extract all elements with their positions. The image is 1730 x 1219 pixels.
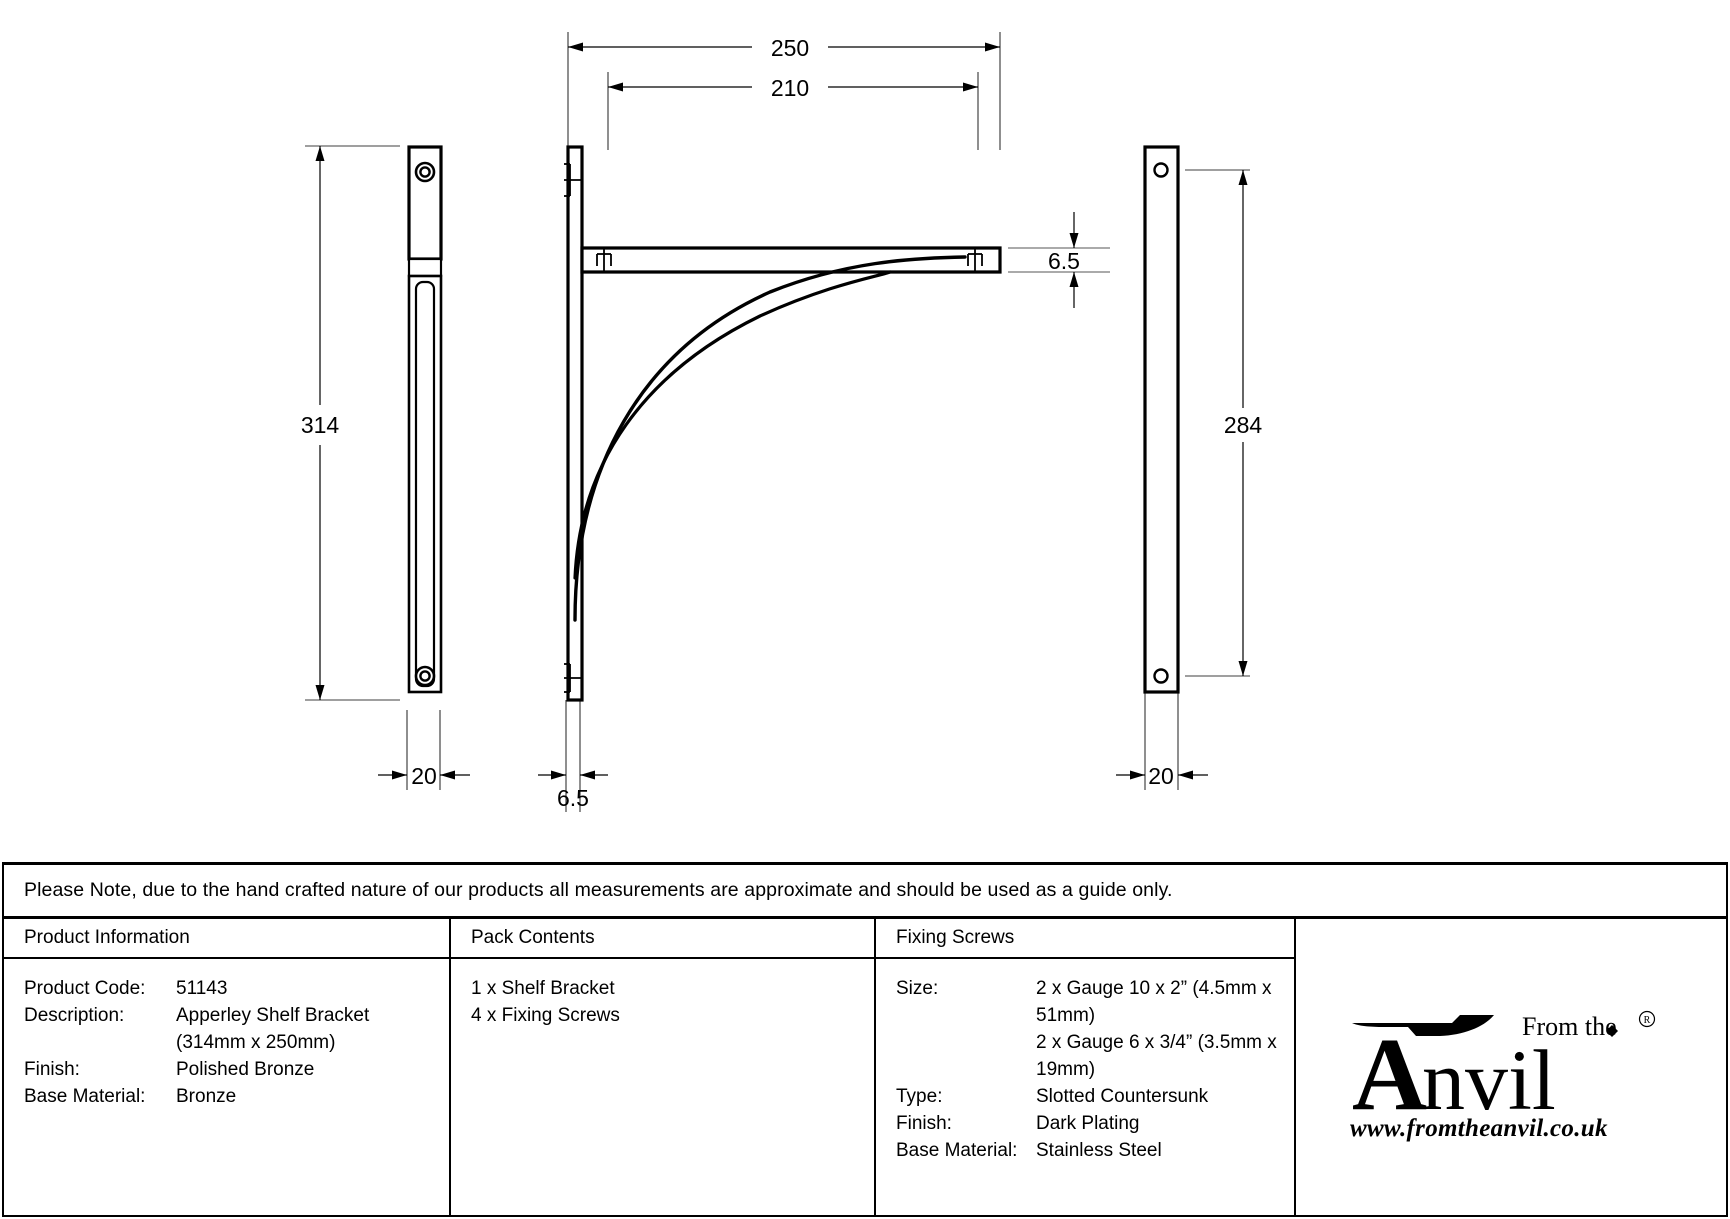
dim-label-thickness-bottom: 6.5	[557, 785, 589, 811]
row-base-material: Base Material: Bronze	[24, 1083, 449, 1110]
row-description: Description: Apperley Shelf Bracket	[24, 1002, 449, 1029]
screw-finish-label: Finish:	[896, 1113, 952, 1134]
row-screw-size-2: 2 x Gauge 6 x 3/4” (3.5mm x 19mm)	[896, 1029, 1294, 1083]
base-material-value: Bronze	[176, 1086, 237, 1107]
drawing-area: 250 210 314 284 6.5 20 6.5 20	[300, 32, 1263, 812]
row-description-size: (314mm x 250mm)	[24, 1029, 449, 1056]
product-information-heading: Product Information	[4, 919, 449, 959]
screw-type-value: Slotted Countersunk	[1036, 1086, 1209, 1107]
finish-label: Finish:	[24, 1059, 80, 1080]
main-bracket-view	[564, 145, 1002, 702]
dim-label-284: 284	[1224, 412, 1263, 438]
description-value: Apperley Shelf Bracket	[176, 1005, 370, 1026]
row-finish: Finish: Polished Bronze	[24, 1056, 449, 1083]
row-screw-size: Size: 2 x Gauge 10 x 2” (4.5mm x 51mm)	[896, 975, 1294, 1029]
dim-label-width-right: 20	[1148, 763, 1174, 789]
screw-base-material-value: Stainless Steel	[1036, 1140, 1162, 1161]
dim-label-250: 250	[771, 35, 809, 61]
dim-label-width-left: 20	[411, 763, 437, 789]
pack-contents-body: 1 x Shelf Bracket 4 x Fixing Screws	[451, 959, 874, 1217]
info-columns: Product Information Product Code: 51143 …	[4, 919, 1726, 1217]
screw-size-value-1: 2 x Gauge 10 x 2” (4.5mm x 51mm)	[1036, 978, 1272, 1026]
row-product-code: Product Code: 51143	[24, 975, 449, 1002]
column-fixing-screws: Fixing Screws Size: 2 x Gauge 10 x 2” (4…	[876, 919, 1296, 1217]
logo-from-the: From the	[1522, 1012, 1617, 1041]
product-info-table: Please Note, due to the hand crafted nat…	[2, 862, 1728, 1217]
screw-size-label: Size:	[896, 978, 939, 999]
row-screw-base-material: Base Material: Stainless Steel	[896, 1137, 1294, 1164]
anvil-icon	[1352, 1015, 1494, 1036]
screw-base-material-label: Base Material:	[896, 1140, 1018, 1161]
row-screw-type: Type: Slotted Countersunk	[896, 1083, 1294, 1110]
description-size-value: (314mm x 250mm)	[176, 1032, 336, 1053]
right-front-view	[1143, 145, 1180, 694]
dim-label-thickness-top: 6.5	[1048, 248, 1080, 274]
fixing-screws-heading: Fixing Screws	[876, 919, 1294, 959]
dim-label-314: 314	[301, 412, 340, 438]
base-material-label: Base Material:	[24, 1086, 146, 1107]
screw-size-value-2: 2 x Gauge 6 x 3/4” (3.5mm x 19mm)	[1036, 1032, 1277, 1080]
dim-label-210: 210	[771, 75, 809, 101]
logo-letter-a: A	[1352, 1017, 1427, 1125]
from-the-anvil-logo: A nvil From the R	[1344, 1005, 1674, 1125]
fixing-screws-body: Size: 2 x Gauge 10 x 2” (4.5mm x 51mm) 2…	[876, 959, 1294, 1217]
row-screw-finish: Finish: Dark Plating	[896, 1110, 1294, 1137]
column-brand-logo: A nvil From the R www.fromtheanvil	[1296, 919, 1726, 1217]
column-pack-contents: Pack Contents 1 x Shelf Bracket 4 x Fixi…	[451, 919, 876, 1217]
left-side-view	[407, 145, 443, 694]
column-product-information: Product Information Product Code: 51143 …	[4, 919, 451, 1217]
description-label: Description:	[24, 1005, 125, 1026]
screw-finish-value: Dark Plating	[1036, 1113, 1140, 1134]
logo-website: www.fromtheanvil.co.uk	[1350, 1115, 1608, 1142]
product-code-value: 51143	[176, 978, 228, 999]
diamond-icon	[1606, 1025, 1618, 1037]
registered-mark: R	[1644, 1015, 1651, 1026]
pack-contents-line-2: 4 x Fixing Screws	[471, 1005, 620, 1026]
logo-wordmark: nvil	[1422, 1032, 1556, 1125]
registered-circle-icon	[1638, 1010, 1656, 1028]
screw-type-label: Type:	[896, 1086, 943, 1107]
brand-logo-cell: A nvil From the R www.fromtheanvil	[1296, 919, 1726, 1217]
pack-contents-heading: Pack Contents	[451, 919, 874, 959]
product-code-label: Product Code:	[24, 978, 146, 999]
note-row: Please Note, due to the hand crafted nat…	[4, 865, 1726, 919]
product-information-body: Product Code: 51143 Description: Apperle…	[4, 959, 449, 1217]
finish-value: Polished Bronze	[176, 1059, 315, 1080]
note-text: Please Note, due to the hand crafted nat…	[24, 879, 1173, 901]
pack-contents-line-1: 1 x Shelf Bracket	[471, 978, 615, 999]
